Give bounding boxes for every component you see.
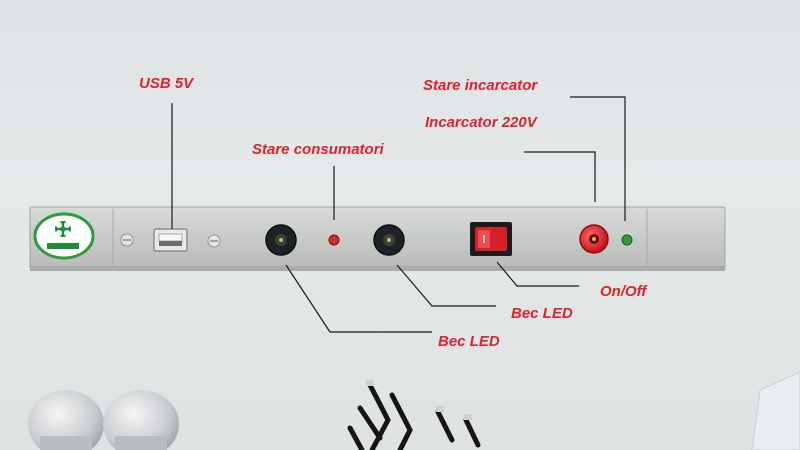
leader-power-switch <box>496 261 579 287</box>
power-switch <box>470 222 512 256</box>
screw-icon <box>207 234 221 248</box>
label-charger-status: Stare incarcator <box>423 77 538 94</box>
cables-illustration <box>347 382 481 450</box>
leader-charger-input <box>524 151 596 202</box>
consumer-status-led <box>328 234 340 246</box>
leader-led-bulb-left <box>285 264 432 333</box>
plastic-bag-illustration <box>751 371 800 450</box>
led-bulb-socket-right <box>373 224 405 256</box>
screw-icon <box>120 233 134 247</box>
led-bulb-socket-left <box>265 224 297 256</box>
cable-connector-icons <box>366 380 472 420</box>
charger-status-led <box>621 234 633 246</box>
charger-input-socket <box>579 224 609 254</box>
certification-badge-icon <box>33 212 95 260</box>
led-bulbs-illustration <box>28 390 179 450</box>
label-charger-input: Incarcator 220V <box>425 114 537 131</box>
usb-port <box>153 228 188 252</box>
leader-lines <box>171 96 626 333</box>
label-led-bulb-right: Bec LED <box>511 305 573 322</box>
label-usb: USB 5V <box>139 75 194 92</box>
label-consumer-status: Stare consumatori <box>252 141 384 158</box>
label-power-switch: On/Off <box>600 283 647 300</box>
leader-charger-status <box>570 96 626 221</box>
leader-led-bulb-right <box>396 264 496 307</box>
label-led-bulb-left: Bec LED <box>438 333 500 350</box>
